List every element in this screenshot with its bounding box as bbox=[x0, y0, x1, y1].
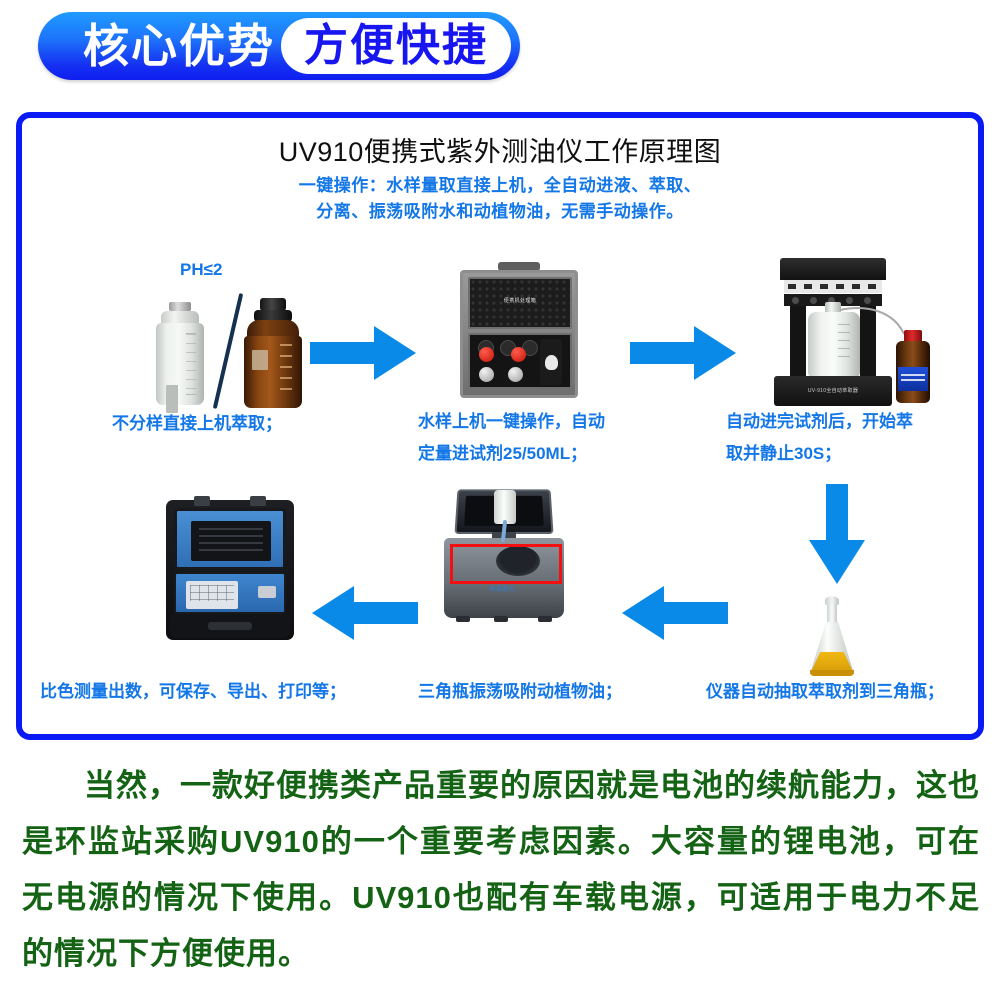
colorimeter-deck bbox=[174, 572, 286, 614]
separator-slash bbox=[212, 293, 244, 409]
step-2-case-image: 便携机处理箱 bbox=[460, 262, 578, 402]
clear-bottle-neck bbox=[169, 302, 191, 311]
step-2-caption: 水样上机一键操作，自动 定量进试剂25/50ML； bbox=[418, 412, 605, 463]
badge-inner-pill: 方便快捷 bbox=[281, 18, 511, 74]
footer-paragraph: 当然，一款好便携类产品重要的原因就是电池的续航能力，这也是环监站采购UV910的… bbox=[22, 768, 980, 971]
arrow-left-2 bbox=[312, 586, 418, 640]
shaker-vial bbox=[494, 490, 516, 524]
colorimeter-screen bbox=[191, 521, 271, 561]
diagram-subtitle-line-1: 一键操作：水样量取直接上机，全自动进液、萃取、 bbox=[298, 176, 702, 195]
shaker-lower-body bbox=[444, 580, 564, 618]
flask-bottom bbox=[810, 670, 854, 676]
case-lid-text: 便携机处理箱 bbox=[503, 298, 537, 304]
amber-bottle-ring bbox=[254, 310, 292, 322]
shaker-well bbox=[496, 546, 540, 576]
colorimeter-port bbox=[258, 586, 276, 598]
shaker-foot bbox=[456, 616, 470, 622]
step-3-extractor-image: UV-910全自动萃取器 bbox=[770, 258, 950, 410]
case-tray bbox=[468, 333, 572, 389]
ph-note-label: PH≤2 bbox=[180, 260, 223, 279]
amber-bottle-body bbox=[244, 336, 302, 408]
extractor-right-column bbox=[860, 306, 876, 384]
extractor-sample-bottle bbox=[808, 312, 860, 378]
extractor-knob bbox=[864, 297, 871, 304]
amber-sample-bottle bbox=[242, 298, 304, 410]
diagram-panel: UV910便携式紫外测油仪工作原理图 一键操作：水样量取直接上机，全自动进液、萃… bbox=[16, 112, 984, 740]
step-3-caption: 自动进完试剂后，开始萃 取并静止30S； bbox=[726, 412, 913, 463]
extractor-knob-row bbox=[784, 294, 882, 306]
badge-secondary-label: 方便快捷 bbox=[304, 21, 488, 70]
extractor-top-housing bbox=[780, 258, 886, 280]
colorimeter-latch bbox=[194, 496, 210, 506]
extractor-display-panel bbox=[784, 280, 882, 293]
extractor-knob bbox=[810, 297, 817, 304]
step-6-colorimeter-image bbox=[166, 496, 294, 642]
flask-liquid bbox=[810, 652, 854, 674]
case-red-cap bbox=[479, 347, 494, 362]
arrow-right-1 bbox=[310, 326, 416, 380]
flask-stopper bbox=[825, 596, 839, 605]
colorimeter-lid bbox=[174, 508, 286, 570]
shaker-foot bbox=[538, 616, 552, 622]
step-4-caption: 仪器自动抽取萃取剂到三角瓶； bbox=[706, 682, 944, 701]
step-1-caption: 不分样直接上机萃取； bbox=[112, 414, 282, 433]
colorimeter-latch bbox=[250, 496, 266, 506]
reagent-tube-icon bbox=[839, 307, 905, 335]
clear-bottle-body bbox=[156, 323, 204, 413]
extractor-left-column bbox=[790, 306, 806, 384]
clear-bottle-label bbox=[166, 385, 178, 413]
step-1-sample-bottles-image bbox=[140, 290, 336, 413]
header-badge: 核心优势 方便快捷 bbox=[38, 12, 520, 80]
case-pump-tip bbox=[545, 355, 558, 370]
case-silver-cap bbox=[508, 367, 523, 382]
reagent-bottle-cap bbox=[904, 330, 922, 343]
diagram-title: UV910便携式紫外测油仪工作原理图 bbox=[278, 137, 722, 167]
reagent-bottle-body bbox=[896, 341, 930, 403]
sample-bottle-neck bbox=[825, 302, 841, 314]
step-6-caption: 比色测量出数，可保存、导出、打印等； bbox=[40, 682, 346, 701]
extractor-knob bbox=[846, 297, 853, 304]
case-red-cap bbox=[511, 347, 526, 362]
diagram-subtitle-line-2: 分离、振荡吸附水和动植物油，无需手动操作。 bbox=[316, 202, 684, 221]
clear-bottle-shoulder bbox=[161, 311, 199, 325]
shaker-logo-text: 恒准星仪 bbox=[489, 587, 515, 593]
extractor-knob bbox=[792, 297, 799, 304]
step-5-shaker-image: 恒准星仪 bbox=[430, 488, 578, 626]
step-5-caption: 三角瓶振荡吸附动植物油； bbox=[418, 682, 622, 701]
colorimeter-handle bbox=[208, 622, 252, 630]
case-silver-cap bbox=[479, 367, 494, 382]
reagent-bottle bbox=[896, 330, 930, 404]
extractor-knob bbox=[828, 297, 835, 304]
arrow-left-1 bbox=[622, 586, 728, 640]
shaker-highlight-box bbox=[450, 544, 562, 584]
amber-bottle-cap bbox=[260, 298, 286, 311]
colorimeter-keypad bbox=[186, 581, 238, 609]
case-lid-foam: 便携机处理箱 bbox=[468, 277, 572, 329]
step-4-flask-image bbox=[804, 596, 860, 678]
arrow-right-2 bbox=[630, 326, 736, 380]
extractor-base-text: UV-910全自动萃取器 bbox=[807, 388, 859, 394]
amber-bottle-shoulder bbox=[247, 320, 299, 340]
case-handle bbox=[498, 262, 540, 271]
clear-sample-bottle bbox=[152, 302, 208, 413]
reagent-bottle-label bbox=[898, 367, 928, 391]
case-body: 便携机处理箱 bbox=[460, 270, 578, 398]
shaker-foot bbox=[494, 616, 508, 622]
badge-primary-label: 核心优势 bbox=[83, 20, 275, 72]
arrow-down-1 bbox=[809, 484, 865, 584]
flask-neck bbox=[827, 604, 837, 624]
extractor-base: UV-910全自动萃取器 bbox=[774, 376, 892, 406]
amber-bottle-label bbox=[252, 350, 268, 370]
